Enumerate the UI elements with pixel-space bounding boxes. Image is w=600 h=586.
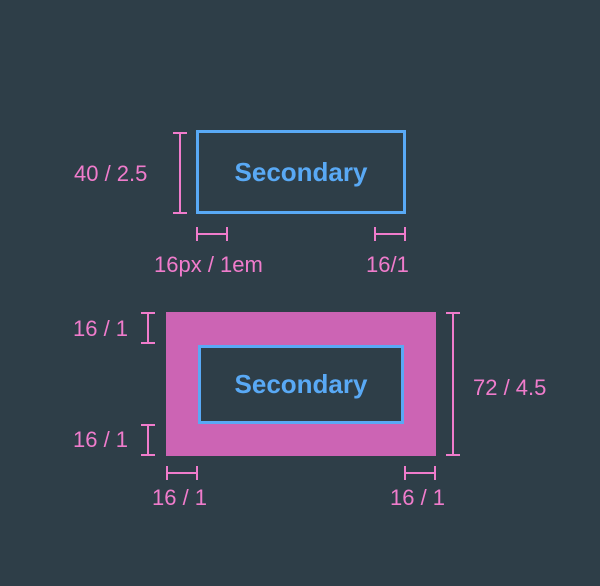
total-height-measure-label: 72 / 4.5 bbox=[473, 375, 547, 400]
secondary-button[interactable]: Secondary bbox=[196, 130, 406, 214]
bottom-padding-measure-bracket bbox=[141, 424, 155, 456]
bottom-right-padding-measure-bracket bbox=[404, 466, 436, 480]
height-measure-label: 40 / 2.5 bbox=[74, 161, 148, 186]
top-padding-measure-label: 16 / 1 bbox=[73, 316, 129, 341]
bottom-right-padding-measure-label: 16 / 1 bbox=[390, 485, 446, 510]
bottom-padding-measure-label: 16 / 1 bbox=[73, 427, 129, 452]
height-measure-bracket bbox=[173, 132, 187, 214]
top-padding-measure-bracket bbox=[141, 312, 155, 344]
secondary-button-padded[interactable]: Secondary bbox=[198, 345, 404, 424]
bottom-left-padding-measure-bracket bbox=[166, 466, 198, 480]
bottom-left-padding-measure-label: 16 / 1 bbox=[152, 485, 208, 510]
right-padding-measure-label: 16/1 bbox=[366, 252, 409, 277]
left-padding-measure-label: 16px / 1em bbox=[154, 252, 263, 277]
right-padding-measure-bracket bbox=[374, 227, 406, 241]
total-height-measure-bracket bbox=[446, 312, 460, 456]
left-padding-measure-bracket bbox=[196, 227, 228, 241]
